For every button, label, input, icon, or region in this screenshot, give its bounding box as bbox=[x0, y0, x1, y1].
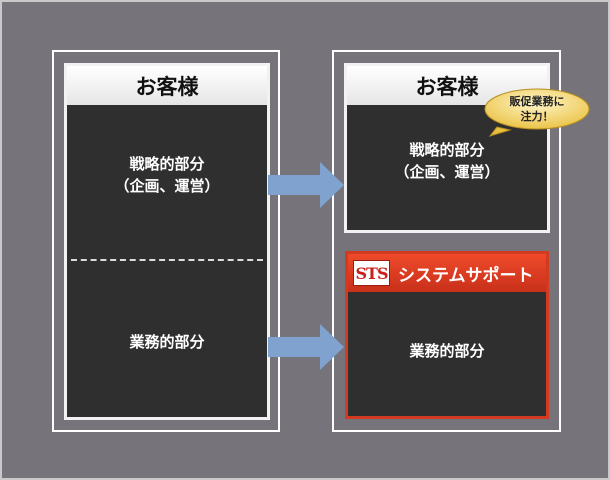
left-strategic-text: 戦略的部分 （企画、運営） bbox=[67, 153, 267, 197]
left-strategic-line1: 戦略的部分 bbox=[129, 155, 205, 173]
bubble-line2: 注力！ bbox=[521, 109, 554, 123]
right-customer-card: お客様 戦略的部分 （企画、運営） bbox=[344, 63, 550, 233]
right-outer-box bbox=[332, 50, 561, 432]
right-strategic-line2: （企画、運営） bbox=[394, 163, 500, 181]
left-outer-box bbox=[52, 50, 280, 432]
sts-card-header: STS システムサポート bbox=[348, 254, 546, 292]
left-customer-card: お客様 戦略的部分 （企画、運営） 業務的部分 bbox=[64, 63, 270, 420]
left-card-header: お客様 bbox=[67, 66, 267, 105]
sts-card: STS システムサポート 業務的部分 bbox=[345, 251, 549, 419]
bubble-line1: 販促業務に bbox=[510, 94, 565, 108]
left-business-text: 業務的部分 bbox=[129, 333, 205, 351]
right-strategic-line1: 戦略的部分 bbox=[409, 141, 485, 159]
speech-bubble: 販促業務に 注力！ bbox=[482, 87, 592, 137]
right-strategic-text: 戦略的部分 （企画、運営） bbox=[347, 139, 547, 183]
speech-bubble-shape: 販促業務に 注力！ bbox=[484, 88, 590, 137]
sts-logo: STS bbox=[353, 260, 390, 286]
upper-arrow-icon bbox=[268, 162, 344, 208]
lower-arrow-icon bbox=[268, 324, 344, 370]
divider-dashed-line bbox=[71, 259, 263, 261]
left-strategic-line2: （企画、運営） bbox=[114, 177, 220, 195]
sts-company-name: システムサポート bbox=[398, 265, 534, 286]
sts-business-text: 業務的部分 bbox=[409, 342, 485, 360]
